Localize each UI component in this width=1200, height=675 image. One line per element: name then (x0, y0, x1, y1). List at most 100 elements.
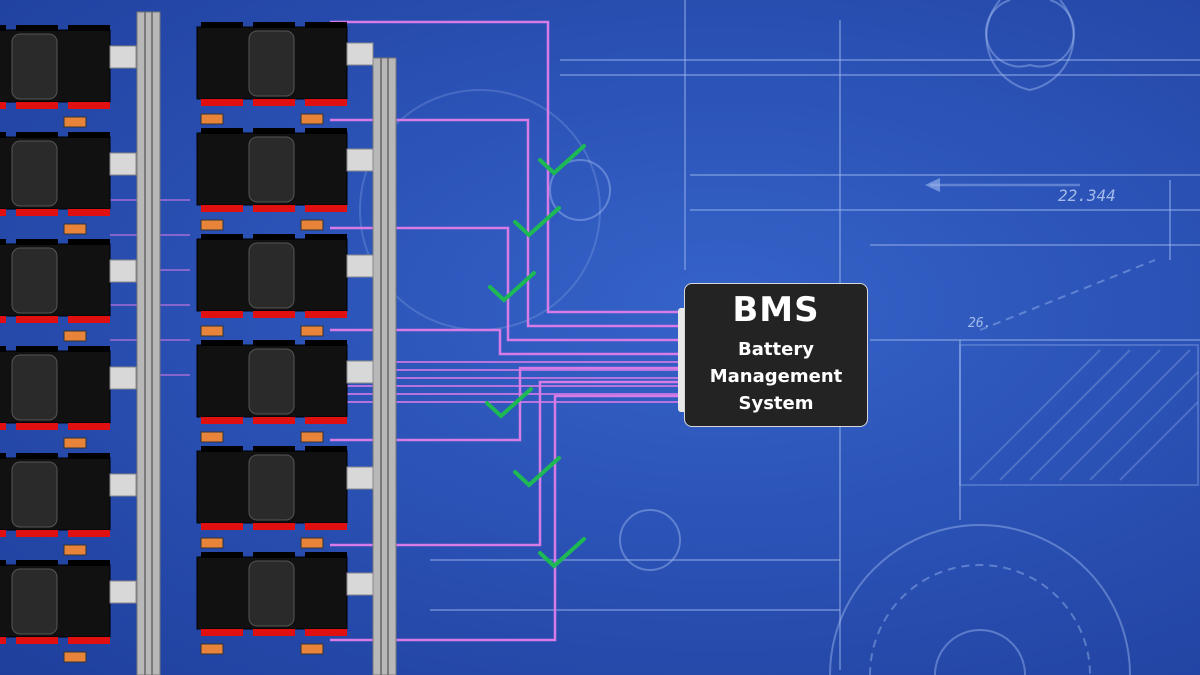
cell-top-terminal (0, 239, 6, 245)
cell-top-terminal (201, 22, 243, 28)
cell-connector (200, 325, 224, 337)
cell-top-terminal (0, 25, 6, 31)
cell-bottom-terminal (68, 316, 110, 323)
battery-module (0, 239, 137, 342)
cell-bottom-terminal (0, 102, 6, 109)
cell-bottom-terminal (201, 205, 243, 212)
bms-subtitle: Battery Management System (685, 336, 867, 417)
cell-top-terminal (0, 132, 6, 138)
battery-cell-center (11, 354, 58, 421)
busbar-tab (346, 254, 374, 278)
cell-top-terminal (253, 446, 295, 452)
battery-cell-center (11, 461, 58, 528)
battery-module (196, 552, 374, 655)
checkmark-icon (538, 144, 586, 176)
cell-top-terminal (16, 25, 58, 31)
busbar-rail (136, 11, 161, 675)
sense-wire (330, 394, 684, 642)
battery-cell-center (11, 33, 58, 100)
cell-top-terminal (201, 552, 243, 558)
cell-top-terminal (68, 132, 110, 138)
sense-wire (330, 118, 684, 328)
cell-top-terminal (253, 340, 295, 346)
cell-top-terminal (253, 234, 295, 240)
cell-connector (200, 113, 224, 125)
cell-bottom-terminal (68, 637, 110, 644)
cell-bottom-terminal (253, 311, 295, 318)
cell-top-terminal (305, 22, 347, 28)
bms-subtitle-line: System (738, 393, 814, 414)
cell-connector (63, 223, 87, 235)
cell-bottom-terminal (201, 99, 243, 106)
cell-connector (63, 437, 87, 449)
battery-module (0, 132, 137, 235)
cell-connector (300, 431, 324, 443)
battery-module (196, 234, 374, 337)
cell-connector (300, 325, 324, 337)
busbar-tab (109, 45, 137, 69)
dimension-label: 26. (968, 316, 992, 331)
busbar-tab (346, 572, 374, 596)
cell-top-terminal (68, 453, 110, 459)
cell-connector (63, 330, 87, 342)
busbar-tab (109, 580, 137, 604)
battery-cell-center (11, 247, 58, 314)
checkmark-icon (485, 387, 533, 419)
cell-bottom-terminal (16, 102, 58, 109)
busbar-tab (346, 466, 374, 490)
battery-cell-center (248, 454, 295, 521)
cell-top-terminal (201, 446, 243, 452)
cell-bottom-terminal (201, 311, 243, 318)
cell-top-terminal (0, 346, 6, 352)
cell-top-terminal (0, 453, 6, 459)
cell-bottom-terminal (253, 99, 295, 106)
cell-top-terminal (16, 453, 58, 459)
cell-bottom-terminal (16, 423, 58, 430)
busbar-rail (372, 57, 397, 675)
checkmark-icon (513, 206, 561, 238)
cell-top-terminal (16, 346, 58, 352)
cell-bottom-terminal (253, 205, 295, 212)
cell-bottom-terminal (16, 209, 58, 216)
cell-top-terminal (68, 239, 110, 245)
cell-top-terminal (201, 340, 243, 346)
sense-wire (330, 328, 684, 356)
cell-bottom-terminal (16, 316, 58, 323)
cell-connector (63, 116, 87, 128)
cell-top-terminal (0, 560, 6, 566)
cell-bottom-terminal (0, 637, 6, 644)
checkmark-icon (488, 271, 536, 303)
battery-cell-center (11, 140, 58, 207)
cell-connector (200, 537, 224, 549)
cell-top-terminal (201, 128, 243, 134)
cell-bottom-terminal (68, 530, 110, 537)
cell-top-terminal (201, 234, 243, 240)
cell-top-terminal (305, 446, 347, 452)
cell-connector (300, 113, 324, 125)
cell-top-terminal (305, 552, 347, 558)
battery-cell-center (248, 242, 295, 309)
battery-cell-center (11, 568, 58, 635)
cell-bottom-terminal (253, 523, 295, 530)
cell-top-terminal (16, 132, 58, 138)
cell-bottom-terminal (305, 205, 347, 212)
cell-bottom-terminal (68, 209, 110, 216)
cell-bottom-terminal (68, 423, 110, 430)
cell-connector (300, 643, 324, 655)
cell-bottom-terminal (16, 637, 58, 644)
cell-bottom-terminal (305, 629, 347, 636)
busbar-tab (109, 366, 137, 390)
cell-top-terminal (253, 22, 295, 28)
cell-top-terminal (305, 128, 347, 134)
battery-module (196, 22, 374, 125)
cell-connector (200, 643, 224, 655)
battery-module (0, 453, 137, 556)
cell-bottom-terminal (0, 530, 6, 537)
cell-bottom-terminal (68, 102, 110, 109)
bms-title: BMS (732, 290, 820, 330)
battery-module (196, 128, 374, 231)
cell-top-terminal (253, 552, 295, 558)
battery-cell-center (248, 136, 295, 203)
bms-box[interactable]: BMS Battery Management System (684, 283, 868, 427)
checkmark-icon (538, 537, 586, 569)
